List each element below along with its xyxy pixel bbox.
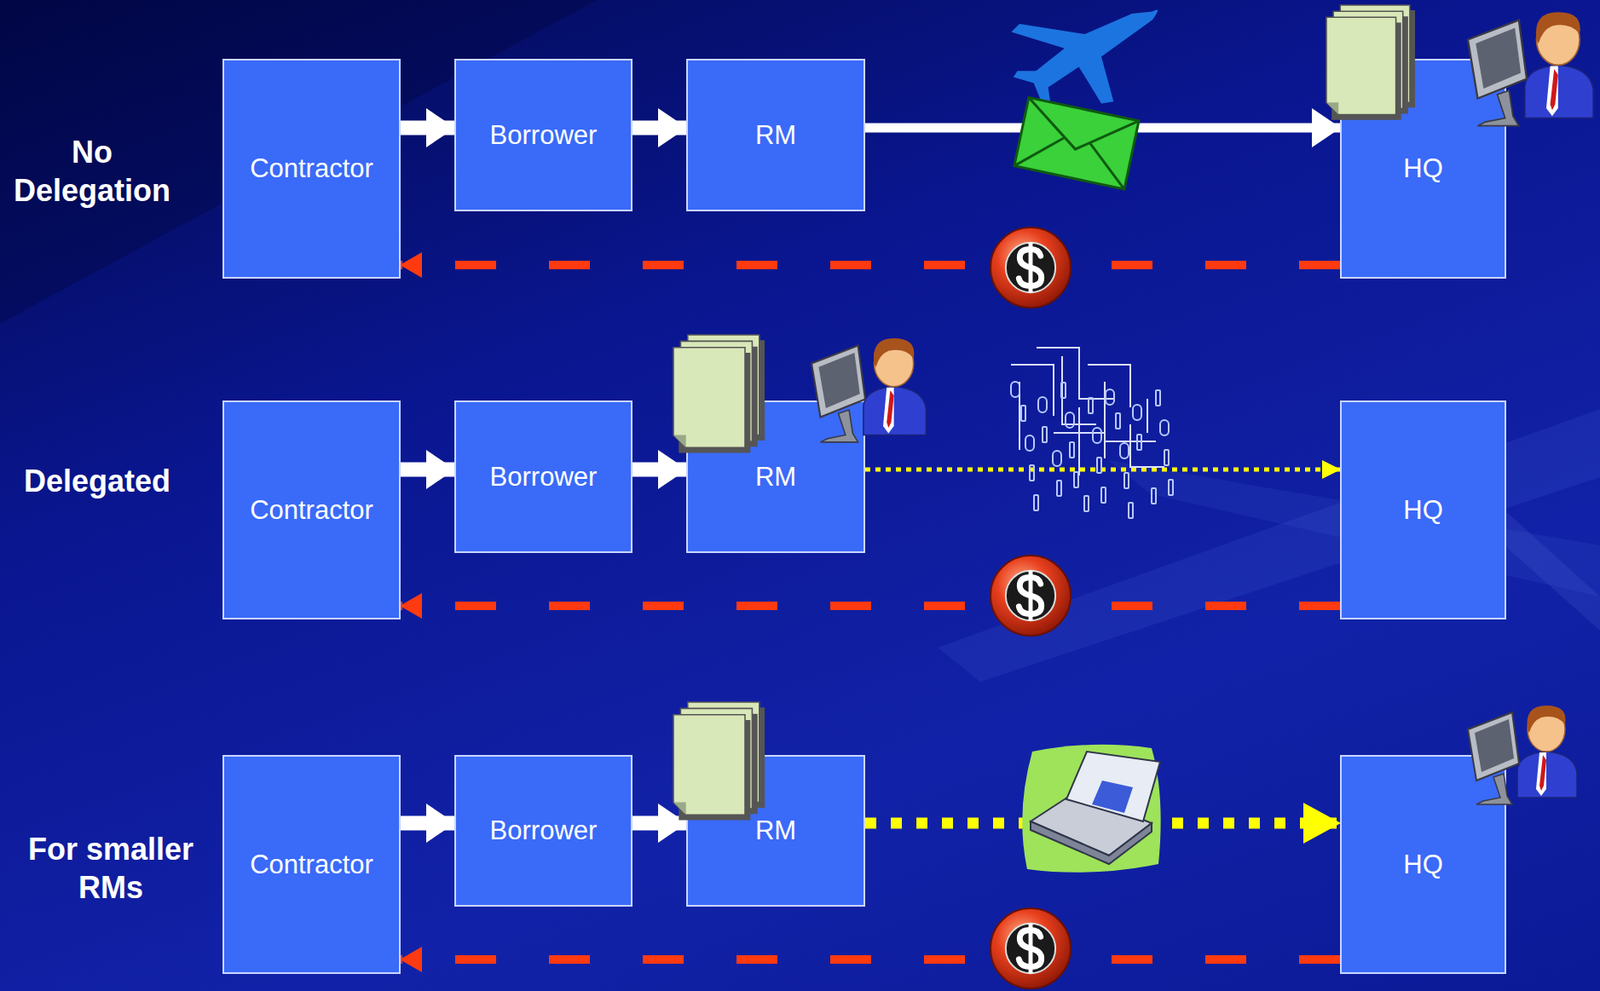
box-label: Borrower [490,815,598,847]
box-label: HQ [1403,153,1444,185]
payment-arrow [400,260,1341,270]
flow-arrow [400,816,455,832]
process-box: Borrower [454,58,633,212]
flow-arrow [400,121,455,136]
flow-arrow [632,816,687,832]
process-box: HQ [1340,58,1507,279]
person-at-computer [1467,11,1594,126]
box-label: Contractor [249,849,374,881]
payment-arrow [400,601,1341,611]
row-label: For smaller RMs [19,830,203,907]
box-label: Contractor [249,495,374,526]
process-box: Borrower [454,400,633,554]
flow-arrow [865,123,1341,133]
process-box: RM [686,58,866,212]
document-stack [1326,5,1416,121]
box-label: Borrower [490,120,598,151]
box-label: HQ [1403,495,1444,526]
person-at-computer [1467,705,1577,805]
money-coin [990,908,1071,989]
money-coin [990,227,1071,308]
box-label: HQ [1403,849,1444,881]
box-label: Contractor [249,153,374,185]
money-coin [990,555,1071,636]
box-label: RM [755,815,797,847]
document-stack [673,702,765,821]
flow-arrow [865,818,1341,830]
row-label: Delegated [5,462,190,501]
box-label: Borrower [490,462,598,493]
box-label: RM [755,120,797,151]
flow-arrow [865,467,1341,473]
process-box: HQ [1340,400,1507,620]
process-box: RM [686,400,866,554]
flow-arrow [400,462,455,478]
person-at-computer [811,338,926,443]
process-box: Borrower [454,755,633,907]
envelope [1014,97,1139,190]
box-label: RM [755,462,797,493]
flow-arrow [632,462,687,478]
process-box: RM [686,755,866,907]
process-box: Contractor [222,755,401,975]
airplane [1010,9,1158,104]
document-stack [673,335,765,454]
process-box: HQ [1340,755,1507,975]
scanner [1022,745,1161,873]
payment-arrow [400,955,1341,965]
flow-arrow [632,121,687,136]
process-box: Contractor [222,58,401,279]
row-label: No Delegation [0,132,185,210]
process-box: Contractor [222,400,401,620]
digital-circuit [1010,347,1173,519]
